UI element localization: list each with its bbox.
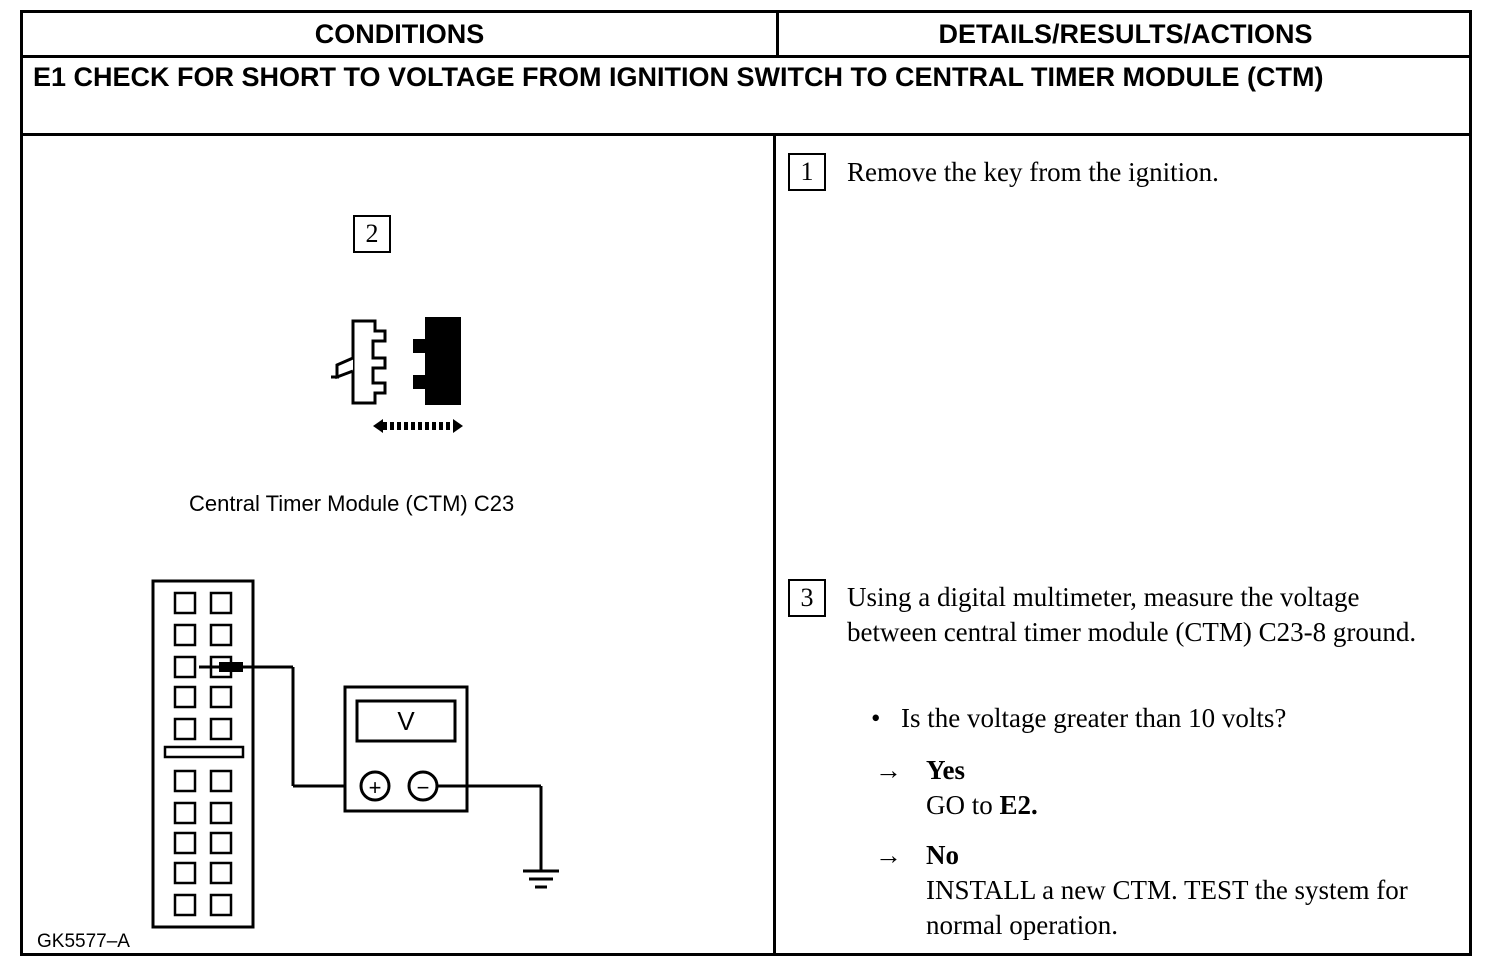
yes-label: Yes — [926, 755, 965, 785]
header-rule — [23, 55, 1469, 58]
yes-action-prefix: GO to — [926, 790, 1000, 820]
voltmeter-symbol: V — [397, 706, 415, 736]
positive-terminal-symbol: + — [369, 775, 382, 800]
step-1-box: 1 — [788, 153, 826, 191]
yes-arrow-icon: → — [875, 755, 902, 785]
section-title: E1 CHECK FOR SHORT TO VOLTAGE FROM IGNIT… — [33, 62, 1324, 92]
negative-terminal-symbol: − — [417, 775, 430, 800]
details-header: DETAILS/RESULTS/ACTIONS — [938, 19, 1313, 49]
step-3-text: Using a digital multimeter, measure the … — [847, 582, 1417, 647]
connector-caption: Central Timer Module (CTM) C23 — [189, 491, 515, 516]
column-divider — [773, 136, 776, 953]
question-text: Is the voltage greater than 10 volts? — [901, 703, 1287, 733]
bullet-icon: • — [871, 703, 881, 733]
conditions-header: CONDITIONS — [314, 19, 485, 49]
diagnostic-table: CONDITIONS DETAILS/RESULTS/ACTIONS E1 CH… — [20, 10, 1472, 956]
section-rule — [23, 133, 1469, 136]
ctm-connector-meter-diagram: V + − — [151, 579, 559, 929]
step-1-text: Remove the key from the ignition. — [847, 157, 1219, 187]
no-action: INSTALL a new CTM. TEST the system for n… — [926, 875, 1408, 940]
disconnect-connector-icon — [331, 317, 463, 433]
no-arrow-icon: → — [875, 840, 902, 870]
figure-id: GK5577–A — [37, 931, 130, 952]
step-3-box: 3 — [788, 579, 826, 617]
yes-action: GO to E2. — [926, 788, 1038, 823]
step-2-box: 2 — [353, 215, 391, 253]
header-divider — [776, 13, 779, 55]
yes-action-target: E2. — [999, 790, 1038, 820]
no-label: No — [926, 840, 959, 870]
